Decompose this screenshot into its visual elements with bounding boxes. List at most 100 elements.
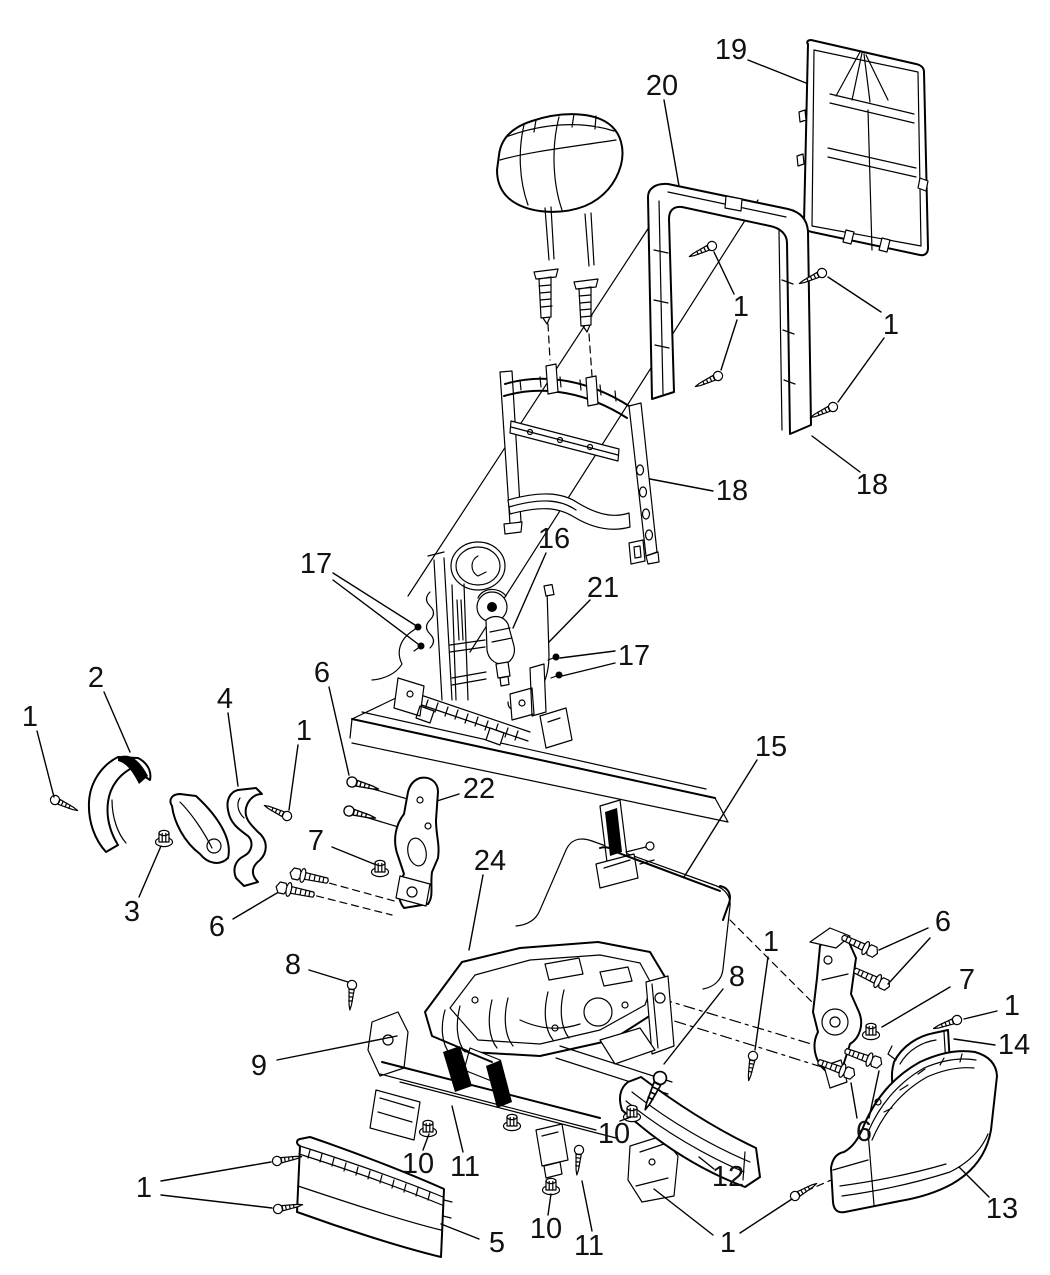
leader-line [331,846,375,865]
nut-icon [154,829,174,848]
screw-icon [271,1151,304,1167]
leader-line [559,650,616,659]
leader-line [837,337,885,403]
headrest-guide-sleeves [533,268,599,333]
screw-icon [344,979,358,1011]
leader-line [561,662,616,677]
callout-label-24: 24 [474,845,506,877]
lumbar-mechanism [371,541,573,749]
callout-label-13: 13 [986,1193,1018,1225]
callout-label-1: 1 [763,926,779,958]
leader-line [754,956,769,1051]
frame-clip [628,539,646,565]
screw-icon [788,1178,820,1203]
nut-icon [418,1119,438,1138]
leader-line [308,969,349,983]
callout-label-7: 7 [308,825,324,857]
leader-line [548,599,591,643]
torsion-rod-15 [599,846,731,921]
callout-label-17: 17 [300,548,332,580]
leader-line [953,1038,996,1046]
leader-line [332,579,419,645]
seat-back-trim-arch [647,182,812,435]
outboard-shield-13 [830,1050,998,1214]
seat-back-panel [796,39,929,257]
callout-label-4: 4 [217,683,233,715]
side-trim-12 [619,1076,761,1188]
callout-label-19: 19 [715,34,747,66]
leader-line [103,691,131,753]
callout-label-1: 1 [720,1227,736,1259]
leader-line [138,845,162,898]
callout-label-20: 20 [646,70,678,102]
leader-line [232,892,278,920]
leader-line [36,730,55,798]
callout-label-18: 18 [716,475,748,507]
leader-line [547,1193,552,1216]
nut-icon [541,1177,561,1196]
leader-line [227,712,239,787]
recliner-handle [169,793,230,864]
leader-line [887,937,931,985]
leader-line [868,1070,880,1119]
leader-line [881,986,951,1028]
pivot-bracket [226,787,267,887]
callout-label-8: 8 [285,949,301,981]
callout-label-1: 1 [296,715,312,747]
leader-line [440,1223,480,1240]
screw-icon [261,800,294,823]
callout-label-6: 6 [856,1116,872,1148]
leader-line [581,1180,593,1232]
screw-icon [692,369,725,392]
leader-line [850,1082,858,1119]
screw-icon [807,400,840,423]
nut-icon [502,1113,522,1132]
leader-line [276,1035,398,1061]
callout-label-8: 8 [729,961,745,993]
leader-line [160,1161,272,1182]
leader-line [328,686,350,776]
recliner-bracket-right [809,927,863,1089]
callout-label-14: 14 [998,1029,1030,1061]
leader-line [878,927,929,951]
callout-label-21: 21 [587,572,619,604]
headrest [496,113,624,267]
callout-label-15: 15 [755,731,787,763]
screw-icon [345,775,381,795]
callout-label-10: 10 [598,1118,630,1150]
leader-line [811,435,861,473]
leader-line [422,1133,430,1151]
callout-label-1: 1 [136,1172,152,1204]
leader-line [653,1188,714,1236]
callout-label-22: 22 [463,773,495,805]
nut-icon [370,859,390,878]
leader-line [332,572,416,626]
recliner-shield-left [87,755,152,853]
leader-line [958,1166,990,1198]
front-shield [296,1136,453,1258]
seat-back-frame [499,363,660,565]
screw-icon [743,1050,759,1083]
bolt-icon [288,865,331,889]
leader-line [288,744,299,811]
callout-label-1: 1 [1004,990,1020,1022]
screw-icon [686,239,719,262]
callout-label-7: 7 [959,964,975,996]
callout-label-5: 5 [489,1227,505,1259]
leader-line [512,552,547,629]
leader-line [739,1198,793,1234]
leader-line [683,759,758,878]
callout-label-6: 6 [935,906,951,938]
leader-line [713,251,735,295]
callout-label-10: 10 [530,1213,562,1245]
leader-line [468,874,484,951]
callout-label-11: 11 [450,1151,480,1183]
callout-label-1: 1 [22,701,38,733]
leader-line [698,1156,715,1170]
callout-label-11: 11 [574,1230,604,1262]
recliner-bracket-22 [394,776,440,909]
seat-legs [535,1123,679,1203]
